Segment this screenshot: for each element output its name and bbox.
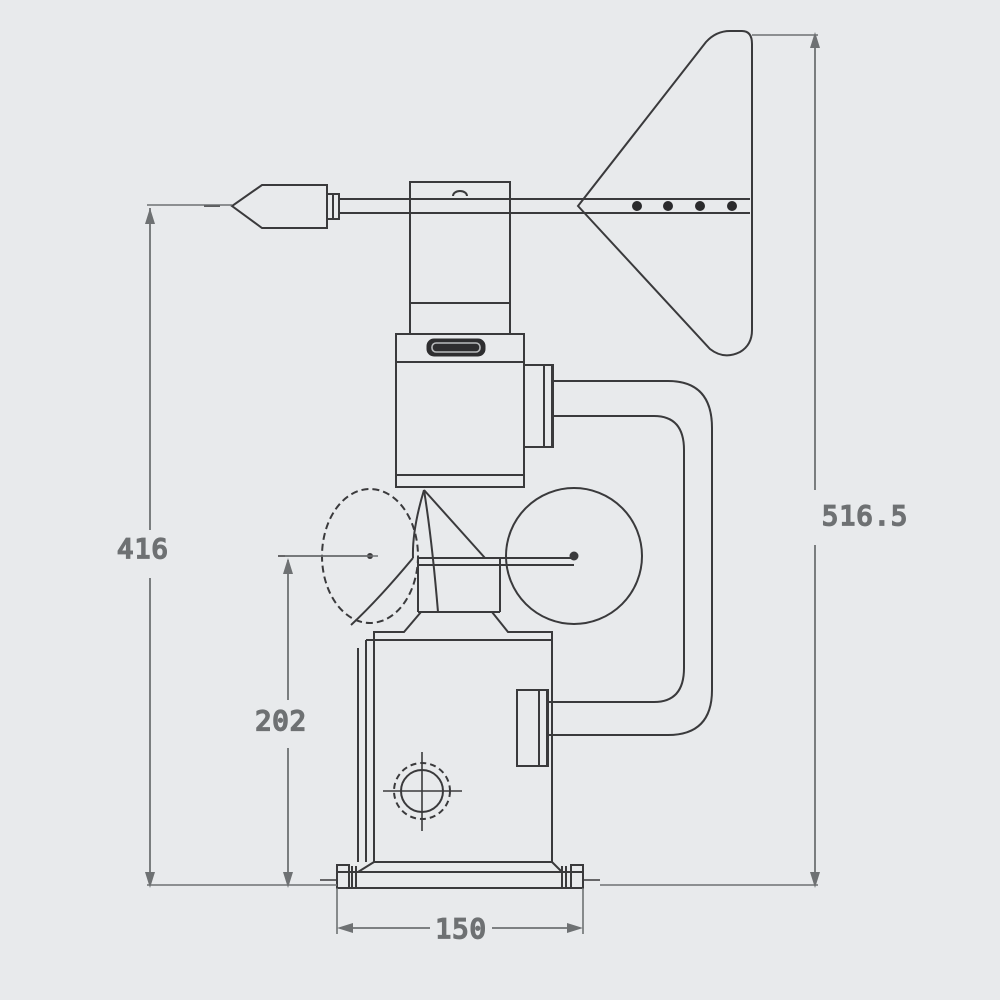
dimension-label-base-width: 150: [435, 914, 487, 945]
dimension-label-vane-axis-height: 416: [117, 534, 169, 565]
wind-vane-rod-right: [510, 198, 750, 214]
dimension-cup-axis-height: 202: [254, 555, 378, 888]
drawing-geometry: [204, 30, 753, 889]
anemometer-cup-right: [505, 487, 643, 625]
dimension-overall-height: 516.5: [600, 32, 908, 888]
wind-vane-nose-cone: [230, 184, 328, 229]
wind-vane-hub-housing: [409, 181, 511, 335]
anemometer-hub: [350, 489, 574, 626]
lower-cable-connector-block: [516, 689, 549, 767]
tail-fin-rivets: [632, 201, 737, 211]
product-nameplate-badge: [426, 338, 486, 357]
cable-guard-bracket: [547, 380, 713, 736]
dimension-label-cup-axis-height: 202: [255, 706, 307, 737]
dimension-vane-axis-height: 416: [116, 204, 337, 888]
dimension-base-width: 150: [336, 888, 584, 946]
dimension-label-overall-height: 516.5: [822, 501, 908, 532]
threaded-port-fitting: [383, 752, 462, 831]
vane-rod-collar: [326, 193, 340, 220]
wind-vane-tail-fin: [576, 30, 753, 357]
mounting-base-flange: [320, 861, 600, 889]
wind-vane-rod-left: [339, 198, 410, 214]
dimension-annotations: 516.5 416 202 1: [116, 32, 908, 946]
lower-sensor-housing: [357, 611, 553, 863]
upper-cable-connector-block: [523, 364, 554, 448]
